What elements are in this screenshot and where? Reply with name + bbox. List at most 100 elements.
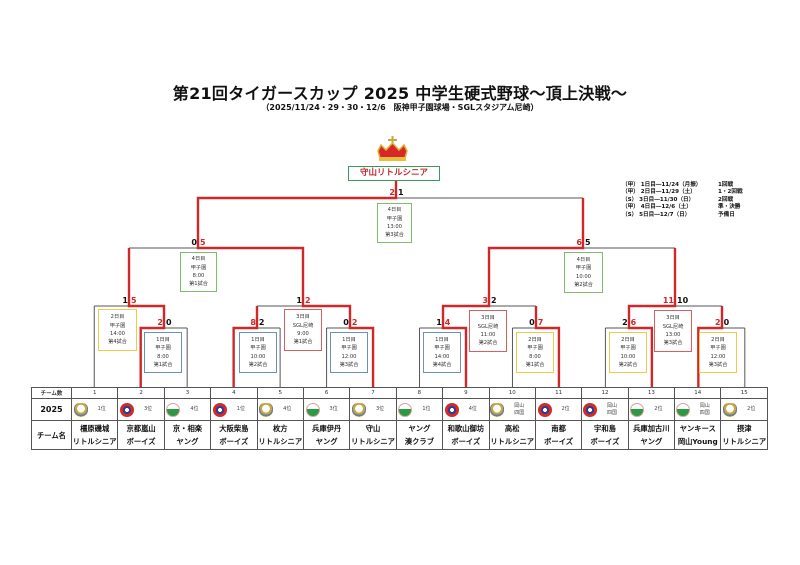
match-info-line: 10:00 xyxy=(620,353,636,360)
score-right: 2 xyxy=(305,296,311,305)
match-info-line: 1日目 xyxy=(156,336,170,343)
match-info-line: 第2試合 xyxy=(574,281,593,288)
match-info-line: 第3試合 xyxy=(663,340,683,347)
match-info-line: 第1試合 xyxy=(153,361,173,368)
team-qualifier: 3位 xyxy=(349,398,397,421)
match-info-line: 第1試合 xyxy=(189,281,208,288)
score-right: 10 xyxy=(677,296,689,305)
team-name-line2: ヤング xyxy=(640,437,663,446)
team-name-line1: ヤンキース xyxy=(679,424,716,433)
score-right: 4 xyxy=(444,318,451,327)
match-info-line: 3日目 xyxy=(666,315,680,322)
team-number: 2 xyxy=(117,387,165,399)
team-rank: 岡山四国 xyxy=(606,402,617,416)
match-info-line: 3日目 xyxy=(296,314,310,321)
match-info-line: 1日目 xyxy=(342,336,356,343)
winner-path xyxy=(697,306,724,387)
team-name-line1: 大阪柴島 xyxy=(219,424,249,433)
team-name: 高松リトルシニア xyxy=(488,420,536,450)
score-right: 7 xyxy=(537,318,544,327)
team-name: ヤング湊クラブ xyxy=(395,420,444,450)
team-rank: 岡山四国 xyxy=(514,402,525,416)
team-name-line1: 兵庫加古川 xyxy=(633,424,670,433)
team-name: 守山リトルシニア xyxy=(349,420,397,450)
team-name-line2: ボーイズ xyxy=(126,437,156,446)
team-name-line1: 守山 xyxy=(365,424,381,433)
team-qualifier: 2位 xyxy=(534,398,583,421)
team-qualifier: 4位 xyxy=(256,398,304,421)
score-left: 0 xyxy=(529,318,535,327)
team-rank: 4位 xyxy=(190,406,199,412)
team-qualifier: 1位 xyxy=(70,398,119,421)
senior-logo-icon xyxy=(73,402,88,417)
team-name-line1: 兵庫伊丹 xyxy=(312,424,342,433)
score-right: 5 xyxy=(585,238,591,247)
match-info-line: 甲子園 xyxy=(527,345,543,352)
match-info-line: 4日目 xyxy=(387,207,402,214)
match-info-line: SGL尼崎 xyxy=(662,323,684,330)
score-left: 1 xyxy=(436,318,442,327)
team-name-line2: リトルシニア xyxy=(722,437,767,446)
legend-row: （甲） 1日目―11/24（月振）1回戦 xyxy=(622,182,743,189)
team-name-line1: 京・相楽 xyxy=(172,424,203,433)
match-info-line: 8:00 xyxy=(192,273,205,279)
score-left: 2 xyxy=(622,318,628,327)
legend-round: 2回戦 xyxy=(718,196,734,203)
team-name: 京・相楽ヤング xyxy=(163,420,212,450)
legend-date: （S） 3日目―11/30（日） xyxy=(622,196,695,203)
label-year: 2025 xyxy=(31,398,72,421)
team-name-line2: ボーイズ xyxy=(590,437,620,446)
match-info-line: 14:00 xyxy=(434,353,450,360)
team-name-line1: 高松 xyxy=(504,424,520,433)
team-qualifier: 岡山四国 xyxy=(674,398,722,421)
label-team-name: チーム名 xyxy=(31,420,72,450)
match-info-line: 甲子園 xyxy=(341,345,357,352)
legend-round: 準・決勝 xyxy=(718,204,741,211)
score-right: 5 xyxy=(200,238,206,247)
match-info-line: 3日目 xyxy=(481,315,495,322)
team-name-line2: 岡山Young xyxy=(677,437,718,446)
young-logo-icon xyxy=(305,402,320,417)
legend-date: （S） 5日目―12/7（日） xyxy=(622,211,691,218)
boys-logo-icon xyxy=(537,402,552,417)
match-info-line: 甲子園 xyxy=(575,265,592,272)
team-qualifier: 1位 xyxy=(210,398,258,421)
match-info-line: 1日目 xyxy=(435,336,449,343)
team-name: 摂津リトルシニア xyxy=(720,420,768,450)
team-qualifier: 2位 xyxy=(720,398,768,421)
team-name-line2: リトルシニア xyxy=(72,437,117,446)
team-number: 15 xyxy=(720,387,768,399)
score-right: 2 xyxy=(351,318,358,327)
team-number: 6 xyxy=(302,387,351,399)
team-rank: 2位 xyxy=(747,406,756,412)
senior-logo-icon xyxy=(351,402,366,417)
score-left: 2 xyxy=(715,318,721,327)
team-name: 和歌山御坊ボーイズ xyxy=(442,420,490,450)
team-name-line2: ボーイズ xyxy=(544,437,574,446)
young-logo-icon xyxy=(398,402,413,417)
team-number: 5 xyxy=(256,387,304,399)
score-right: 0 xyxy=(723,318,730,327)
team-name-line2: ヤング xyxy=(315,437,338,446)
match-info-line: 12:00 xyxy=(341,353,357,360)
team-rank: 1位 xyxy=(97,406,106,412)
match-info-line: 2日目 xyxy=(528,336,542,343)
match-info-line: 甲子園 xyxy=(620,345,636,352)
boys-logo-icon xyxy=(582,402,597,417)
team-number: 9 xyxy=(442,387,490,399)
match-info-line: 第4試合 xyxy=(432,361,452,368)
team-name: 宇和島ボーイズ xyxy=(581,420,629,450)
winner-path xyxy=(627,248,677,387)
team-qualifier: 岡山四国 xyxy=(581,398,629,421)
team-rank: 岡山四国 xyxy=(699,402,710,416)
legend-row: （S） 5日目―12/7（日）予備日 xyxy=(622,212,743,219)
team-number: 13 xyxy=(627,387,676,399)
score-right: 2 xyxy=(258,318,265,327)
team-number: 1 xyxy=(70,387,119,399)
match-info-line: 甲子園 xyxy=(250,345,266,352)
match-info-line: 10:00 xyxy=(250,353,266,360)
